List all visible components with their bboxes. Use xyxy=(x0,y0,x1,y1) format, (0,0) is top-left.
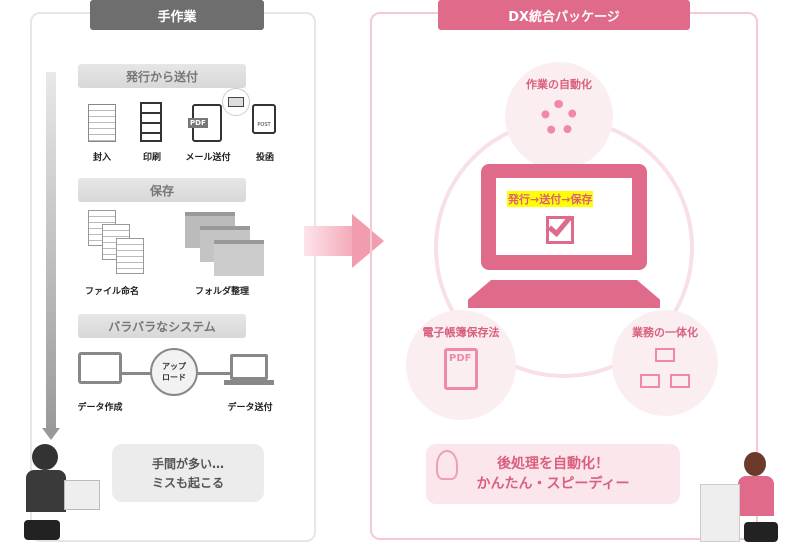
screen-display: 発行→送付→保存 xyxy=(496,178,632,255)
section-issue-to-send: 発行から送付 xyxy=(78,64,246,88)
bubble-line: かんたん・スピーディー xyxy=(476,476,630,492)
label-print: 印刷 xyxy=(142,153,161,163)
bubble-line: 後処理を自動化！ xyxy=(497,456,609,472)
circle-automation: 作業の自動化 xyxy=(505,62,613,170)
label-data-creation: データ作成 xyxy=(77,403,123,413)
transition-arrow-shaft xyxy=(304,226,354,256)
document-stack-icon xyxy=(88,104,116,142)
label-post: 投函 xyxy=(255,153,274,163)
laptop-base xyxy=(224,380,274,385)
problem-speech-bubble: 手間が多い… ミスも起こる xyxy=(112,444,264,502)
workflow-highlight: 発行→送付→保存 xyxy=(507,191,594,207)
laptop-base xyxy=(468,280,660,308)
process-arrow-shaft xyxy=(46,72,56,432)
label-data-send: データ送付 xyxy=(227,403,273,413)
mail-icon xyxy=(222,88,250,116)
right-arrow-icon xyxy=(352,214,384,268)
file-stack-icon xyxy=(116,238,144,274)
circle-title: 業務の一体化 xyxy=(632,326,698,339)
label-enclose: 封入 xyxy=(92,153,111,163)
manual-work-title: 手作業 xyxy=(90,0,264,30)
bubble-line: ミスも起こる xyxy=(151,476,224,490)
circle-title: 作業の自動化 xyxy=(526,78,592,91)
network-icon xyxy=(640,348,690,392)
circle-title: 電子帳簿保存法 xyxy=(422,326,500,339)
gear-cycle-icon xyxy=(541,100,577,136)
pdf-label: PDF xyxy=(449,353,472,364)
laptop-screen: 発行→送付→保存 xyxy=(481,164,647,270)
upload-node: アップ ロード xyxy=(150,348,198,396)
label-file-naming: ファイル命名 xyxy=(84,287,139,297)
section-storage: 保存 xyxy=(78,178,246,202)
circle-e-bookkeeping: 電子帳簿保存法 PDF xyxy=(406,310,516,420)
benefit-speech-bubble: 後処理を自動化！ かんたん・スピーディー xyxy=(426,444,680,504)
stressed-worker-illustration xyxy=(14,440,104,545)
lightbulb-icon xyxy=(436,450,458,480)
printer-icon xyxy=(140,102,162,142)
desktop-monitor-icon xyxy=(78,352,122,384)
pdf-file-icon: PDF xyxy=(188,104,222,142)
label-email-send: メール送付 xyxy=(185,153,231,163)
down-arrow-icon xyxy=(42,428,60,440)
dx-package-title: DX統合パッケージ xyxy=(438,0,690,30)
folder-icon xyxy=(214,240,264,276)
postbox-icon: POST xyxy=(252,104,276,134)
pdf-clock-icon: PDF xyxy=(444,348,478,390)
bubble-line: 手間が多い… xyxy=(151,457,224,471)
post-label: POST xyxy=(257,122,271,128)
circle-business-integration: 業務の一体化 xyxy=(612,310,718,416)
label-folder-organize: フォルダ整理 xyxy=(194,287,249,297)
laptop-icon xyxy=(230,354,268,380)
section-scattered-systems: バラバラなシステム xyxy=(78,314,246,338)
happy-worker-illustration xyxy=(700,444,790,549)
pdf-badge: PDF xyxy=(188,118,208,128)
checkbox-checked-icon xyxy=(546,216,574,244)
